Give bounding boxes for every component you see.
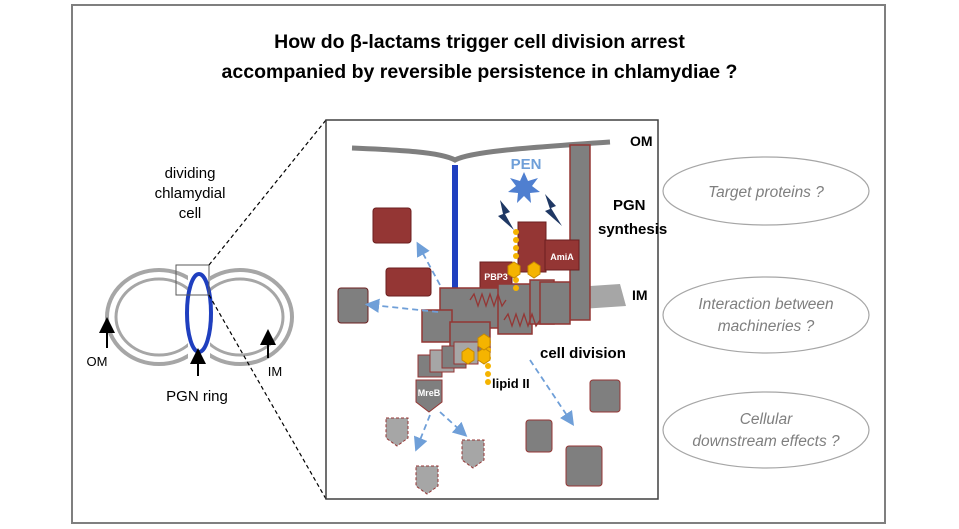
- dividing-cell: dividing chlamydial cell OM IM PGN ring: [87, 165, 294, 405]
- question-bubble-2: [662, 276, 870, 354]
- zigzag-1: [469, 291, 507, 309]
- question-3-line-1: Cellular: [740, 411, 793, 428]
- divisome-protein-4: [539, 281, 571, 325]
- zoom-connector-top: [208, 119, 327, 266]
- dashed-arrow-1: [416, 241, 441, 286]
- protein-gray-left: [337, 287, 369, 324]
- septum-line: [452, 165, 458, 295]
- pgn-strand-chain: [507, 229, 541, 291]
- protein-gray-scattered-2: [525, 419, 553, 453]
- outer-membrane: [351, 139, 611, 163]
- question-bubble-3: [662, 391, 870, 469]
- mreb-fragment-1: [385, 417, 409, 447]
- amia-label: AmiA: [550, 252, 574, 262]
- protein-gray-scattered-3: [565, 445, 603, 487]
- zigzag-2: [503, 311, 541, 329]
- dashed-arrow-4: [439, 411, 468, 437]
- dashed-arrow-3: [413, 414, 431, 452]
- lightning-right-icon: [545, 194, 562, 226]
- mreb-fragment-2: [461, 439, 485, 469]
- cell-division-label: cell division: [540, 345, 626, 362]
- protein-gray-scattered-1: [589, 379, 621, 413]
- om-label-left: OM: [87, 354, 108, 369]
- question-bubble-1: [662, 156, 870, 226]
- title-line-2: accompanied by reversible persistence in…: [221, 61, 738, 83]
- mreb-label: MreB: [418, 388, 441, 398]
- divisome-protein-5: [421, 309, 453, 343]
- title-line-1: How do β-lactams trigger cell division a…: [274, 31, 685, 53]
- pen-label: PEN: [511, 156, 542, 173]
- cell-caption-2: chlamydial: [155, 185, 226, 202]
- pgn-synthesis-label-1: PGN: [613, 197, 646, 214]
- tall-gray-protein: [569, 144, 591, 321]
- pgn-synthesis-label-2: synthesis: [598, 221, 667, 238]
- pen-star: PEN: [508, 156, 541, 203]
- mreb-protein: [415, 379, 443, 413]
- zoom-panel: OM IM PEN PGN synthesis AmiA PBP3: [325, 119, 667, 500]
- divisome-protein-2: [497, 283, 533, 335]
- zoom-region-box: [175, 264, 210, 296]
- protein-red-2: [385, 267, 432, 297]
- pbp3-label: PBP3: [484, 272, 508, 282]
- question-2-line-2: machineries ?: [718, 318, 815, 335]
- dashed-arrow-5: [529, 359, 574, 426]
- cell-caption-1: dividing: [165, 165, 216, 182]
- question-2-line-1: Interaction between: [698, 296, 833, 313]
- dashed-arrow-2: [364, 298, 439, 313]
- cell-caption-3: cell: [179, 205, 202, 222]
- figure-title: How do β-lactams trigger cell division a…: [0, 27, 959, 87]
- lipid-ii-chain: [461, 333, 491, 385]
- questions-column: Target proteins ? Interaction between ma…: [662, 156, 870, 469]
- amia-protein: [544, 239, 580, 271]
- im-label: IM: [632, 287, 648, 303]
- question-1-line-1: Target proteins ?: [708, 184, 824, 201]
- figure-frame: [71, 4, 886, 524]
- lightning-left-icon: [498, 200, 514, 230]
- lipid-ii-label: lipid II: [492, 376, 530, 391]
- im-label-left: IM: [268, 364, 282, 379]
- pgn-ring-label: PGN ring: [166, 388, 228, 405]
- mreb-fragment-3: [415, 465, 439, 495]
- question-3-line-2: downstream effects ?: [692, 433, 840, 450]
- om-label: OM: [630, 133, 653, 149]
- protein-red-1: [372, 207, 412, 244]
